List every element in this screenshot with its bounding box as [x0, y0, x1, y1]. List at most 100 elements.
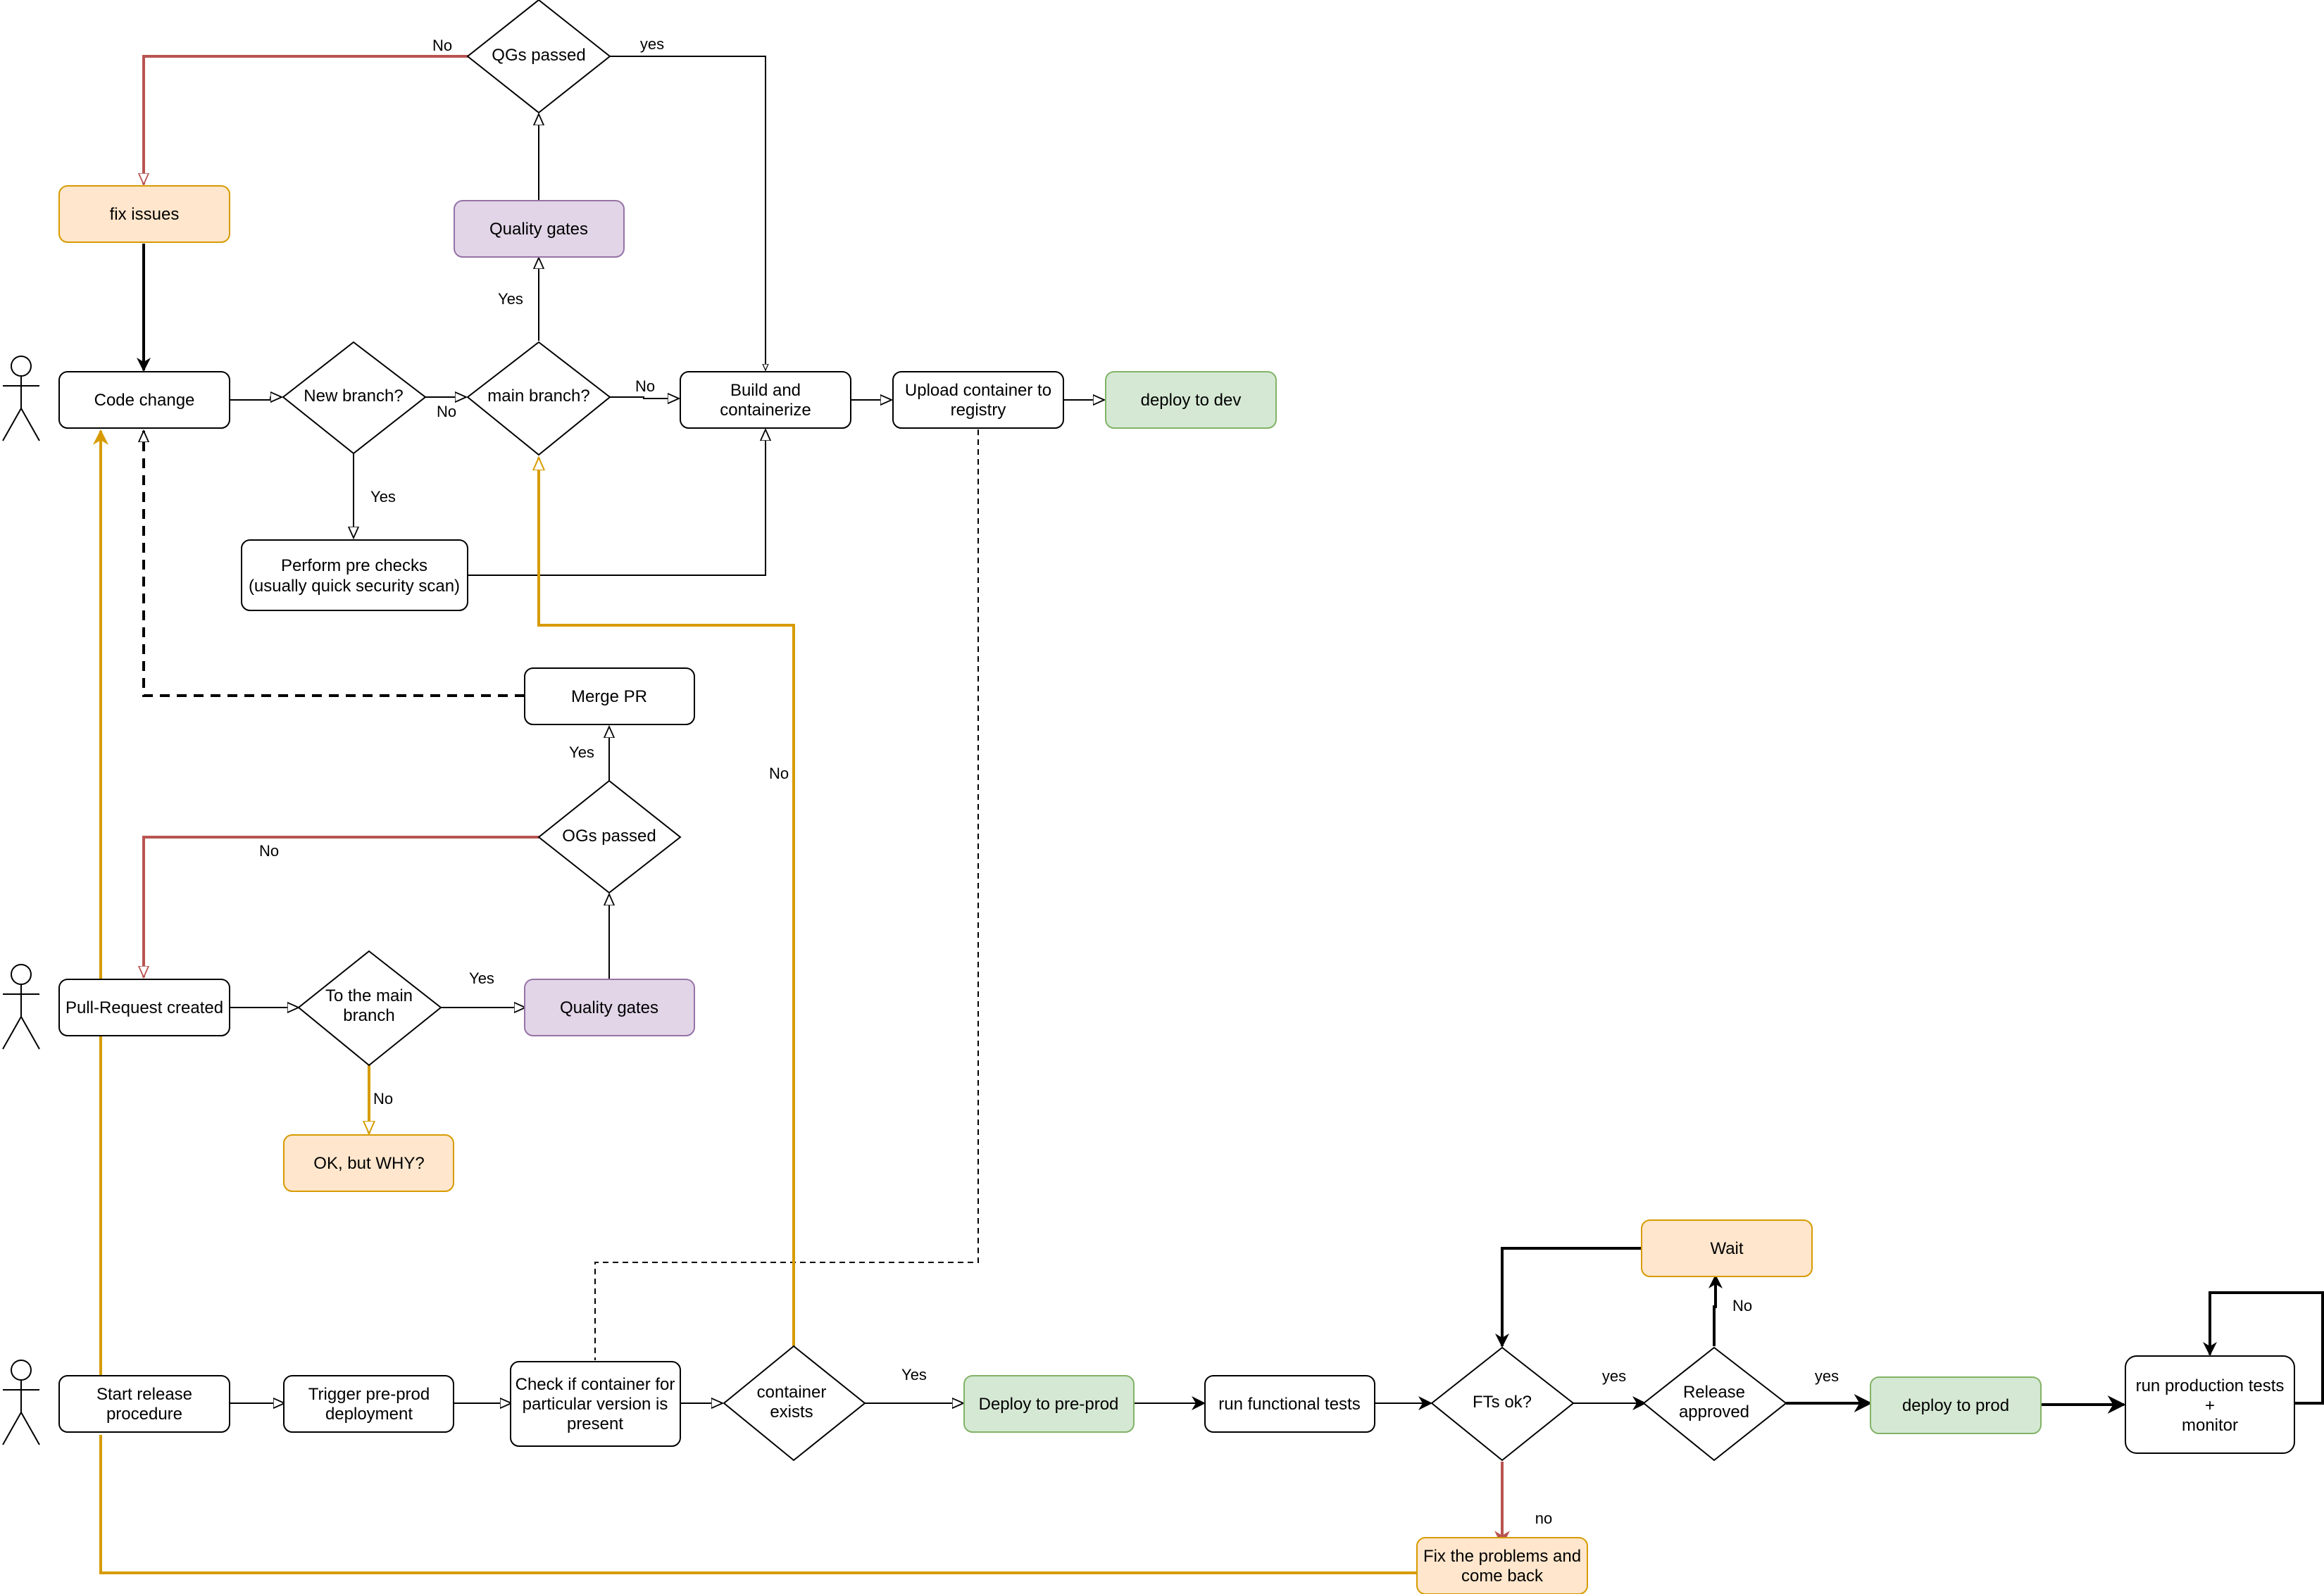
svg-text:Build and: Build and [730, 381, 801, 400]
label-qgs-no: No [432, 37, 452, 54]
quality-gates-mid-step: Quality gates [524, 979, 695, 1036]
svg-text:branch: branch [343, 1006, 394, 1025]
merge-pr-step: Merge PR [524, 667, 695, 725]
quality-gates-top-step: Quality gates [454, 200, 625, 258]
svg-text:deployment: deployment [325, 1405, 413, 1424]
edge-prod-tests-loop [2203, 1291, 2324, 1405]
svg-text:New branch?: New branch? [304, 387, 403, 406]
svg-text:Release: Release [1683, 1383, 1745, 1402]
run-functional-tests-step: run functional tests [1204, 1375, 1375, 1433]
fix-issues-step: fix issues [58, 185, 230, 243]
svg-text:Wait: Wait [1710, 1239, 1743, 1258]
edge-qgs-yes [609, 56, 766, 370]
label-to-main-no: No [373, 1090, 393, 1107]
svg-text:Deploy to pre-prod: Deploy to pre-prod [979, 1395, 1119, 1414]
svg-text:Code change: Code change [94, 391, 195, 410]
svg-text:run production tests: run production tests [2136, 1376, 2285, 1395]
build-containerize-step: Build and containerize [680, 371, 851, 429]
edge-merge-to-code [144, 431, 525, 697]
actor-developer-icon [2, 356, 40, 441]
deploy-preprod-step: Deploy to pre-prod [963, 1375, 1135, 1433]
svg-text:procedure: procedure [106, 1405, 182, 1424]
label-merge-yes: Yes [569, 743, 594, 761]
pull-request-step: Pull-Request created [58, 979, 230, 1036]
svg-text:OGs passed: OGs passed [562, 827, 656, 846]
label-qgs-yes: yes [640, 35, 664, 53]
svg-text:OK, but WHY?: OK, but WHY? [313, 1154, 424, 1173]
pre-checks-step: Perform pre checks (usually quick securi… [241, 539, 468, 611]
svg-text:Perform pre checks: Perform pre checks [281, 556, 427, 575]
svg-text:deploy to prod: deploy to prod [1902, 1396, 2009, 1415]
svg-text:(usually quick security scan): (usually quick security scan) [249, 577, 460, 596]
svg-text:registry: registry [951, 401, 1006, 420]
svg-text:containerize: containerize [720, 401, 811, 420]
edge-release-no [1708, 1274, 1723, 1346]
label-to-main-yes: Yes [469, 969, 494, 987]
main-branch-decision: main branch? [466, 341, 611, 456]
svg-text:Pull-Request created: Pull-Request created [65, 998, 223, 1017]
label-new-branch-no: No [437, 403, 456, 420]
svg-text:To the main: To the main [325, 986, 413, 1005]
to-main-branch-decision: To the main branch [297, 950, 442, 1067]
svg-text:QGs passed: QGs passed [492, 46, 585, 65]
svg-text:Fix the problems and: Fix the problems and [1423, 1547, 1581, 1566]
edge-container-no [539, 458, 795, 1346]
fix-problems-step: Fix the problems and come back [1416, 1537, 1588, 1594]
svg-text:Quality gates: Quality gates [489, 220, 588, 239]
check-container-step: Check if container for particular versio… [510, 1361, 681, 1447]
edge-qgs-no [144, 55, 470, 184]
svg-text:fix issues: fix issues [110, 205, 180, 224]
edge-upload-to-check [594, 429, 979, 1360]
svg-text:particular version is: particular version is [523, 1395, 668, 1414]
svg-text:+: + [2205, 1396, 2215, 1415]
label-container-no: No [769, 765, 789, 782]
svg-text:deploy to dev: deploy to dev [1141, 391, 1242, 410]
qgs-passed-decision: QGs passed [466, 0, 611, 114]
run-production-tests-step: run production tests + monitor [2125, 1355, 2295, 1454]
label-main-branch-no: No [635, 377, 655, 395]
label-fts-yes: yes [1602, 1367, 1626, 1385]
edge-prechecks-to-build [468, 429, 766, 576]
svg-text:Trigger pre-prod: Trigger pre-prod [308, 1385, 430, 1404]
edge-code-to-new-branch [230, 397, 282, 400]
wait-step: Wait [1641, 1219, 1813, 1277]
svg-text:Start release: Start release [96, 1385, 192, 1404]
svg-text:Upload container to: Upload container to [905, 381, 1051, 400]
edge-wait-to-fts [1495, 1247, 1642, 1348]
svg-text:FTs ok?: FTs ok? [1473, 1393, 1532, 1412]
label-ogs-no: No [259, 842, 279, 860]
svg-text:come back: come back [1461, 1567, 1544, 1586]
ogs-passed-decision: OGs passed [537, 779, 682, 894]
fts-ok-decision: FTs ok? [1430, 1346, 1575, 1462]
svg-text:main branch?: main branch? [487, 387, 589, 406]
release-approved-decision: Release approved [1642, 1346, 1787, 1462]
svg-text:present: present [567, 1414, 623, 1433]
edge-main-branch-no [610, 397, 679, 398]
edge-fix-problems-back [99, 1435, 1417, 1574]
container-exists-decision: container exists [723, 1345, 866, 1462]
svg-text:exists: exists [770, 1402, 813, 1422]
new-branch-decision: New branch? [282, 341, 427, 455]
svg-text:monitor: monitor [2182, 1416, 2238, 1435]
label-release-no: No [1732, 1297, 1752, 1314]
start-release-step: Start release procedure [58, 1375, 230, 1433]
svg-text:Check if container for: Check if container for [516, 1375, 675, 1394]
svg-text:Merge PR: Merge PR [571, 687, 647, 706]
svg-text:run functional tests: run functional tests [1218, 1395, 1360, 1414]
label-container-yes: Yes [901, 1366, 927, 1383]
ok-why-step: OK, but WHY? [283, 1134, 454, 1192]
label-new-branch-yes: Yes [370, 488, 396, 506]
svg-text:container: container [757, 1383, 827, 1402]
label-release-yes: yes [1815, 1367, 1839, 1385]
upload-container-step: Upload container to registry [892, 371, 1064, 429]
deploy-prod-step: deploy to prod [1870, 1376, 2042, 1434]
svg-text:approved: approved [1679, 1402, 1749, 1422]
deploy-dev-step: deploy to dev [1105, 371, 1277, 429]
trigger-preprod-step: Trigger pre-prod deployment [283, 1375, 454, 1433]
svg-text:Quality gates: Quality gates [560, 998, 658, 1017]
actor-reviewer-icon [2, 964, 40, 1050]
edge-ogs-no [144, 836, 539, 977]
label-fts-no: no [1535, 1510, 1552, 1527]
code-change-step: Code change [58, 371, 230, 429]
